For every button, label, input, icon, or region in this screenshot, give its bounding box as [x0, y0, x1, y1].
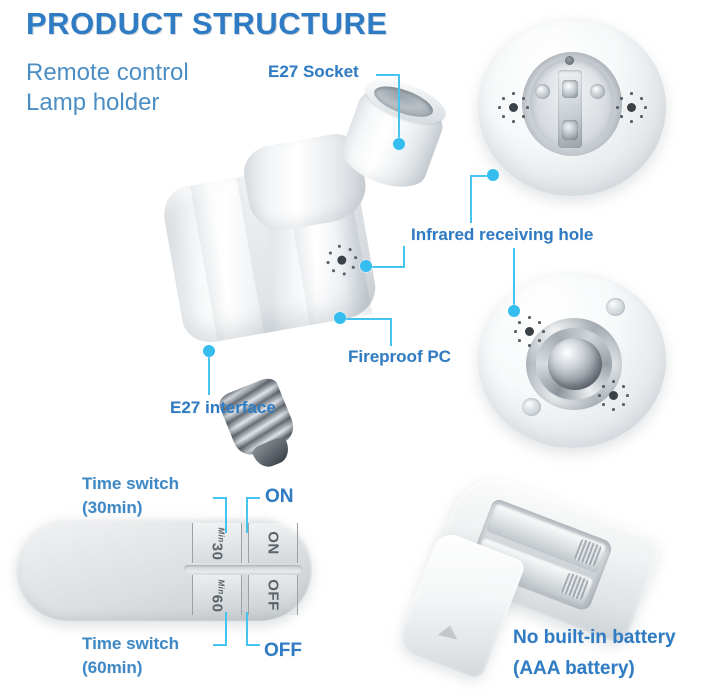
- connector-on-v: [246, 497, 248, 533]
- infrared-hole-cluster-topview-right: [614, 90, 648, 124]
- arrow-triangle-icon: [437, 623, 460, 640]
- callout-label-time-switch-30: Time switch (30min): [82, 474, 179, 517]
- callout-label-time-switch-60: Time switch (60min): [82, 634, 179, 677]
- remote-control-image: Min30 ON Min60 OFF: [16, 517, 316, 625]
- remote-button-60min-value: 60: [208, 594, 226, 613]
- connector-fireproof-v: [390, 318, 392, 346]
- infrared-hole-cluster-main: [322, 240, 361, 279]
- infrared-hole-cluster-botview-left: [512, 314, 546, 348]
- battery-caption-line1: No built-in battery: [513, 627, 676, 648]
- remote-button-off[interactable]: OFF: [248, 575, 298, 615]
- callout-label-fireproof-pc: Fireproof PC: [348, 347, 451, 366]
- connector-ts30-v: [225, 497, 227, 533]
- marker-dot-fireproof-pc: [334, 312, 346, 324]
- battery-caption-line2: (AAA battery): [513, 658, 635, 679]
- remote-button-60min[interactable]: Min60: [192, 575, 242, 615]
- connector-off-h: [246, 644, 260, 646]
- callout-label-on: ON: [265, 486, 294, 507]
- connector-ts60-h: [213, 644, 227, 646]
- remote-button-30min-value: 30: [208, 542, 226, 561]
- infrared-hole-cluster-botview-right: [596, 378, 630, 412]
- marker-dot-e27-socket: [393, 138, 405, 150]
- remote-button-30min[interactable]: Min30: [192, 523, 242, 563]
- remote-seam-slot: [184, 565, 302, 573]
- connector-fireproof-h: [344, 318, 392, 320]
- marker-dot-infrared-topview: [487, 169, 499, 181]
- lamp-holder-body: [159, 71, 451, 472]
- connector-infrared-left-v: [403, 246, 405, 268]
- e27-screw-base: [216, 374, 308, 478]
- connector-e27-socket-h: [376, 74, 400, 76]
- remote-button-on-value: ON: [264, 531, 282, 555]
- connector-ts60-v: [225, 612, 227, 646]
- connector-infrared-up-v: [470, 175, 472, 223]
- connector-infrared-left-h: [370, 266, 405, 268]
- remote-button-on[interactable]: ON: [248, 523, 298, 563]
- connector-on-h: [246, 497, 260, 499]
- connector-e27-socket-v: [398, 74, 400, 142]
- connector-e27-interface-v: [208, 351, 210, 395]
- marker-dot-infrared-main: [360, 260, 372, 272]
- infrared-hole-cluster-topview-left: [496, 90, 530, 124]
- remote-button-60min-unit: Min: [216, 579, 226, 595]
- socket-bottom-view-image: [478, 272, 668, 454]
- page-title: PRODUCT STRUCTURE: [26, 6, 388, 41]
- connector-ts30-h: [213, 497, 227, 499]
- callout-label-infrared-hole: Infrared receiving hole: [411, 225, 594, 244]
- remote-button-off-value: OFF: [264, 579, 282, 611]
- connector-off-v: [246, 612, 248, 646]
- callout-label-off: OFF: [264, 640, 302, 661]
- connector-infrared-down-v: [513, 248, 515, 310]
- marker-dot-e27-interface: [203, 345, 215, 357]
- socket-top-view-image: [478, 18, 668, 203]
- callout-label-e27-interface: E27 interface: [170, 398, 276, 417]
- page-subtitle: Remote control Lamp holder: [26, 59, 189, 116]
- connector-infrared-up-h: [470, 175, 492, 177]
- marker-dot-infrared-botview: [508, 305, 520, 317]
- callout-label-e27-socket: E27 Socket: [268, 62, 359, 81]
